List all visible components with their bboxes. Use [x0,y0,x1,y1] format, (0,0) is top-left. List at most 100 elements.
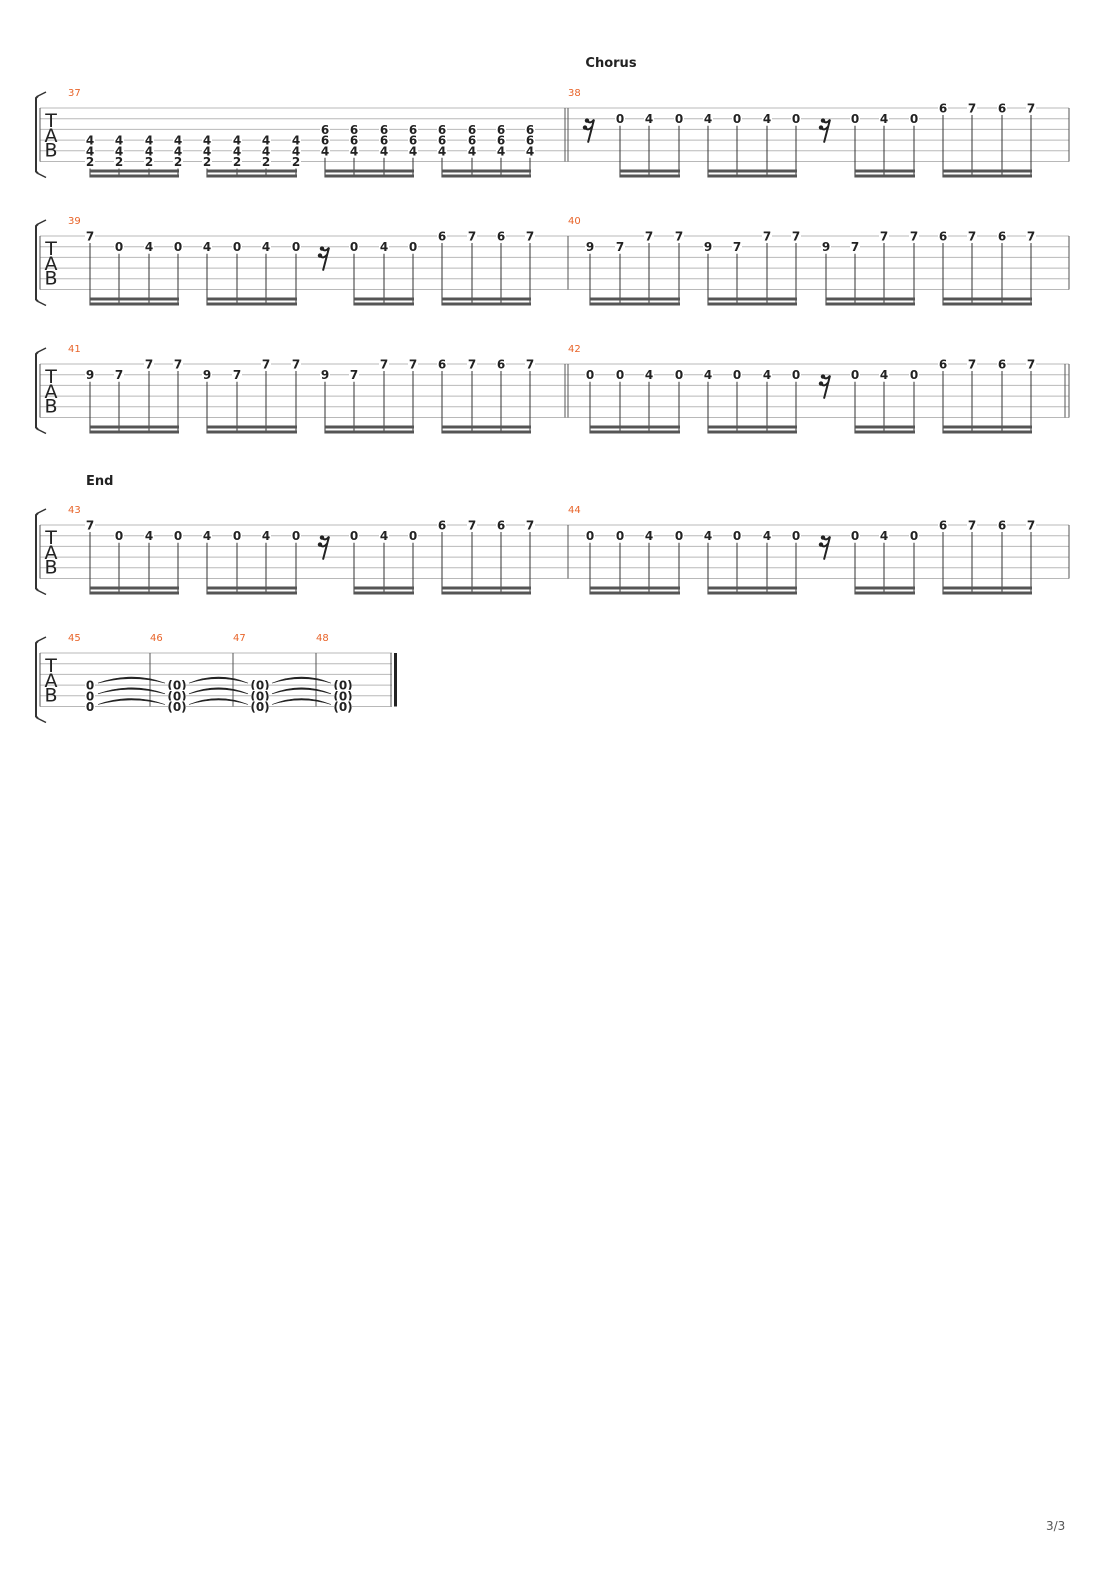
beam-primary [442,302,531,306]
sixteenth-rest-icon [321,246,330,271]
tab-clef-letter: T [44,238,57,260]
bracket-hook-bottom [37,428,47,435]
beam-primary [442,174,531,178]
fret-mask [762,112,772,125]
fret-mask [320,144,330,157]
beam-secondary [325,169,414,173]
fret-mask [144,134,154,147]
fret-number: (0) [333,700,352,714]
fret-mask [674,368,684,381]
fret-mask [525,123,535,136]
fret-mask [379,134,389,147]
fret-number: 4 [86,134,94,148]
fret-mask [261,134,271,147]
fret-mask [349,529,359,542]
tie-arc [97,698,166,705]
bracket-hook-top [37,219,47,225]
beam-primary [354,302,414,306]
fret-number: (0) [333,679,352,693]
bracket-hook-top [37,91,47,97]
fret-mask [173,144,183,157]
fret-number: 4 [880,529,888,543]
fret-mask [144,144,154,157]
fret-mask [379,529,389,542]
fret-mask [85,700,95,713]
rest-dot [584,118,590,123]
fret-number: 0 [910,529,918,543]
fret-mask [467,144,477,157]
fret-number: 4 [292,144,300,158]
fret-mask [202,134,212,147]
beam-primary [207,302,297,306]
fret-mask [173,529,183,542]
fret-mask [261,144,271,157]
fret-number: 7 [174,358,182,372]
fret-number: 2 [262,155,270,169]
fret-number: 4 [704,368,712,382]
fret-mask [349,368,359,381]
fret-mask [496,230,506,242]
fret-number: 4 [86,144,94,158]
final-bar-thick [394,653,397,707]
fret-number: 6 [409,134,417,148]
fret-number: 4 [526,144,534,158]
fret-number: 6 [497,230,505,244]
fret-number: 4 [645,368,653,382]
beam-primary [90,174,179,178]
fret-mask [232,368,242,381]
fret-mask [909,368,919,381]
beam-primary [708,302,797,306]
tab-clef-letter: A [45,125,58,147]
fret-mask [879,368,889,381]
fret-mask [732,529,742,542]
fret-number: 6 [468,134,476,148]
fret-mask [334,679,352,692]
fret-number: 4 [438,144,446,158]
fret-mask [1026,519,1036,531]
fret-mask [967,102,977,114]
fret-mask [85,519,95,531]
measure-number: 41 [68,344,81,355]
beam-primary [325,430,414,434]
fret-number: 0 [86,689,94,703]
fret-number: 0 [586,529,594,543]
beam-secondary [442,297,531,301]
fret-number: 0 [115,240,123,254]
bracket-hook-top [37,508,47,514]
fret-mask [261,240,271,253]
system-bracket [35,223,39,303]
fret-mask [85,689,95,702]
fret-mask [909,230,919,242]
fret-mask [967,230,977,242]
fret-number: (0) [333,689,352,703]
tie-arc [97,676,166,684]
fret-number: 7 [675,230,683,244]
fret-number: 7 [350,368,358,382]
fret-mask [762,368,772,381]
rest-dot [818,381,824,386]
fret-number: 6 [497,519,505,533]
rest-dot [317,253,323,258]
beam-secondary [442,169,531,173]
beam-secondary [207,297,297,301]
fret-number: 6 [939,230,947,244]
fret-mask [202,144,212,157]
bracket-hook-bottom [37,717,47,724]
fret-mask [674,112,684,125]
fret-mask [674,529,684,542]
fret-number: 4 [145,240,153,254]
fret-mask [261,529,271,542]
fret-mask [114,134,124,147]
tie-arc [188,687,249,695]
tab-clef-letter: B [44,685,57,707]
beam-secondary [855,425,915,429]
fret-number: 7 [968,230,976,244]
fret-number: 6 [497,358,505,372]
tab-clef-letter: A [45,670,58,692]
fret-number: 7 [1027,230,1035,244]
system-bracket [35,95,39,175]
fret-number: 6 [438,358,446,372]
measure-number: 45 [68,633,81,644]
fret-number: 7 [468,358,476,372]
fret-number: 0 [409,240,417,254]
